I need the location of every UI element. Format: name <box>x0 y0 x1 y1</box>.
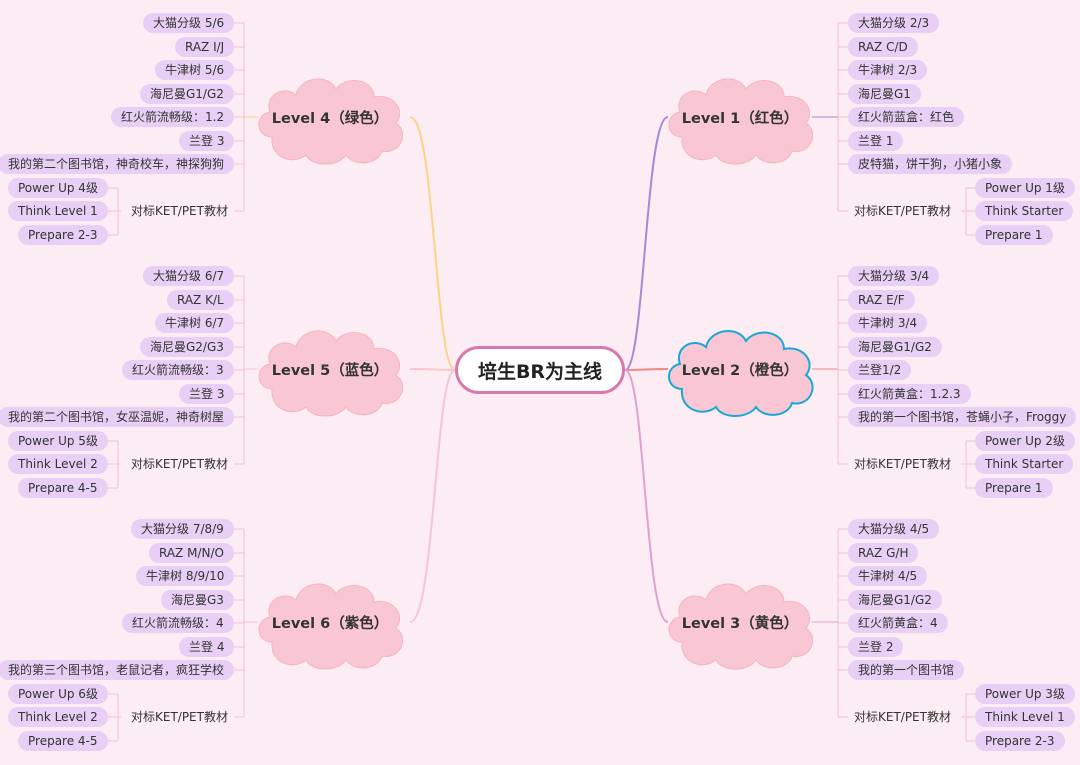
ket-pet-node[interactable]: 对标KET/PET教材 <box>131 204 228 218</box>
ket-child-item[interactable]: Prepare 1 <box>975 478 1053 498</box>
leaf-item[interactable]: 我的第三个图书馆，老鼠记者，疯狂学校 <box>0 660 235 680</box>
leaf-item[interactable]: 牛津树 2/3 <box>848 60 928 80</box>
leaf-item[interactable]: 我的第二个图书馆，神奇校车，神探狗狗 <box>0 154 235 174</box>
ket-child-item[interactable]: Think Starter <box>975 454 1074 474</box>
leaf-item[interactable]: 红火箭流畅级：3 <box>122 360 234 380</box>
level-6-label: Level 6（紫色） <box>271 615 389 632</box>
leaf-item[interactable]: RAZ I/J <box>175 37 235 57</box>
root-node[interactable]: 培生BR为主线 <box>455 346 625 394</box>
ket-child-item[interactable]: Prepare 2-3 <box>975 731 1065 751</box>
leaf-item[interactable]: 兰登 1 <box>848 131 904 151</box>
ket-child-item[interactable]: Prepare 1 <box>975 225 1053 245</box>
level-2-label: Level 2（橙色） <box>681 362 799 379</box>
level-2-cloud[interactable]: Level 2（橙色） <box>660 319 820 419</box>
leaf-item[interactable]: 我的第二个图书馆，女巫温妮，神奇树屋 <box>0 407 235 427</box>
leaf-item[interactable]: 大猫分级 3/4 <box>848 266 940 286</box>
leaf-item[interactable]: RAZ C/D <box>848 37 918 57</box>
leaf-item[interactable]: 红火箭黄盒：4 <box>848 613 948 633</box>
ket-pet-node[interactable]: 对标KET/PET教材 <box>854 204 951 218</box>
leaf-item[interactable]: RAZ G/H <box>848 543 919 563</box>
level-5-cloud[interactable]: Level 5（蓝色） <box>250 319 410 419</box>
ket-child-item[interactable]: Think Starter <box>975 201 1074 221</box>
cloud-shape <box>258 583 403 670</box>
leaf-item[interactable]: 皮特猫，饼干狗，小猪小象 <box>848 154 1013 174</box>
leaf-item[interactable]: 兰登 2 <box>848 637 904 657</box>
leaf-item[interactable]: 牛津树 3/4 <box>848 313 928 333</box>
level-5-label: Level 5（蓝色） <box>271 362 389 379</box>
leaf-item[interactable]: 海尼曼G1/G2 <box>848 337 942 357</box>
ket-child-item[interactable]: Power Up 1级 <box>975 178 1075 198</box>
ket-pet-node[interactable]: 对标KET/PET教材 <box>131 457 228 471</box>
level-6-branch <box>409 369 456 623</box>
leaf-item[interactable]: 大猫分级 2/3 <box>848 13 940 33</box>
level-2-branch <box>624 368 669 371</box>
level-3-label: Level 3（黄色） <box>681 615 799 632</box>
leaf-item[interactable]: 大猫分级 7/8/9 <box>131 519 234 539</box>
leaf-item[interactable]: 兰登 4 <box>179 637 235 657</box>
ket-child-item[interactable]: Power Up 3级 <box>975 684 1075 704</box>
cloud-shape <box>258 330 403 417</box>
cloud-shape <box>668 583 813 670</box>
ket-child-item[interactable]: Power Up 2级 <box>975 431 1075 451</box>
leaf-item[interactable]: 海尼曼G2/G3 <box>140 337 234 357</box>
ket-child-item[interactable]: Think Level 1 <box>975 707 1075 727</box>
level-3-branch <box>624 369 669 623</box>
cloud-shape <box>668 329 814 417</box>
ket-child-item[interactable]: Power Up 6级 <box>8 684 108 704</box>
ket-pet-node[interactable]: 对标KET/PET教材 <box>854 457 951 471</box>
leaf-item[interactable]: 红火箭蓝盒：红色 <box>848 107 965 127</box>
leaf-item[interactable]: 海尼曼G3 <box>161 590 234 610</box>
leaf-item[interactable]: 兰登 3 <box>179 384 235 404</box>
leaf-item[interactable]: RAZ K/L <box>167 290 234 310</box>
leaf-item[interactable]: RAZ M/N/O <box>149 543 234 563</box>
level-4-label: Level 4（绿色） <box>271 110 389 127</box>
cloud-shape <box>258 78 403 165</box>
ket-child-item[interactable]: Prepare 2-3 <box>18 225 108 245</box>
leaf-item[interactable]: 牛津树 4/5 <box>848 566 928 586</box>
ket-child-item[interactable]: Power Up 4级 <box>8 178 108 198</box>
leaf-item[interactable]: RAZ E/F <box>848 290 915 310</box>
level-1-cloud[interactable]: Level 1（红色） <box>660 67 820 167</box>
level-4-branch <box>409 116 456 371</box>
ket-child-item[interactable]: Prepare 4-5 <box>18 478 108 498</box>
ket-child-item[interactable]: Think Level 2 <box>8 707 108 727</box>
leaf-item[interactable]: 红火箭流畅级：1.2 <box>111 107 235 127</box>
leaf-item[interactable]: 大猫分级 6/7 <box>143 266 235 286</box>
leaf-item[interactable]: 海尼曼G1/G2 <box>140 84 234 104</box>
ket-child-item[interactable]: Prepare 4-5 <box>18 731 108 751</box>
leaf-item[interactable]: 红火箭黄盒：1.2.3 <box>848 384 971 404</box>
leaf-item[interactable]: 我的第一个图书馆 <box>848 660 965 680</box>
leaf-item[interactable]: 红火箭流畅级：4 <box>122 613 234 633</box>
leaf-item[interactable]: 大猫分级 4/5 <box>848 519 940 539</box>
ket-pet-node[interactable]: 对标KET/PET教材 <box>854 710 951 724</box>
leaf-item[interactable]: 兰登 3 <box>179 131 235 151</box>
level-3-cloud[interactable]: Level 3（黄色） <box>660 572 820 672</box>
leaf-item[interactable]: 牛津树 5/6 <box>155 60 235 80</box>
ket-pet-node[interactable]: 对标KET/PET教材 <box>131 710 228 724</box>
level-4-cloud[interactable]: Level 4（绿色） <box>250 67 410 167</box>
leaf-item[interactable]: 兰登1/2 <box>848 360 912 380</box>
level-5-branch <box>409 368 456 371</box>
leaf-item[interactable]: 大猫分级 5/6 <box>143 13 235 33</box>
ket-child-item[interactable]: Think Level 2 <box>8 454 108 474</box>
ket-child-item[interactable]: Think Level 1 <box>8 201 108 221</box>
leaf-item[interactable]: 海尼曼G1/G2 <box>848 590 942 610</box>
level-1-label: Level 1（红色） <box>681 110 799 127</box>
leaf-item[interactable]: 牛津树 8/9/10 <box>136 566 235 586</box>
level-1-branch <box>624 116 669 371</box>
ket-child-item[interactable]: Power Up 5级 <box>8 431 108 451</box>
leaf-item[interactable]: 我的第一个图书馆，苍蝇小子，Froggy <box>848 407 1077 427</box>
leaf-item[interactable]: 牛津树 6/7 <box>155 313 235 333</box>
level-6-cloud[interactable]: Level 6（紫色） <box>250 572 410 672</box>
leaf-item[interactable]: 海尼曼G1 <box>848 84 921 104</box>
cloud-shape <box>668 78 813 165</box>
